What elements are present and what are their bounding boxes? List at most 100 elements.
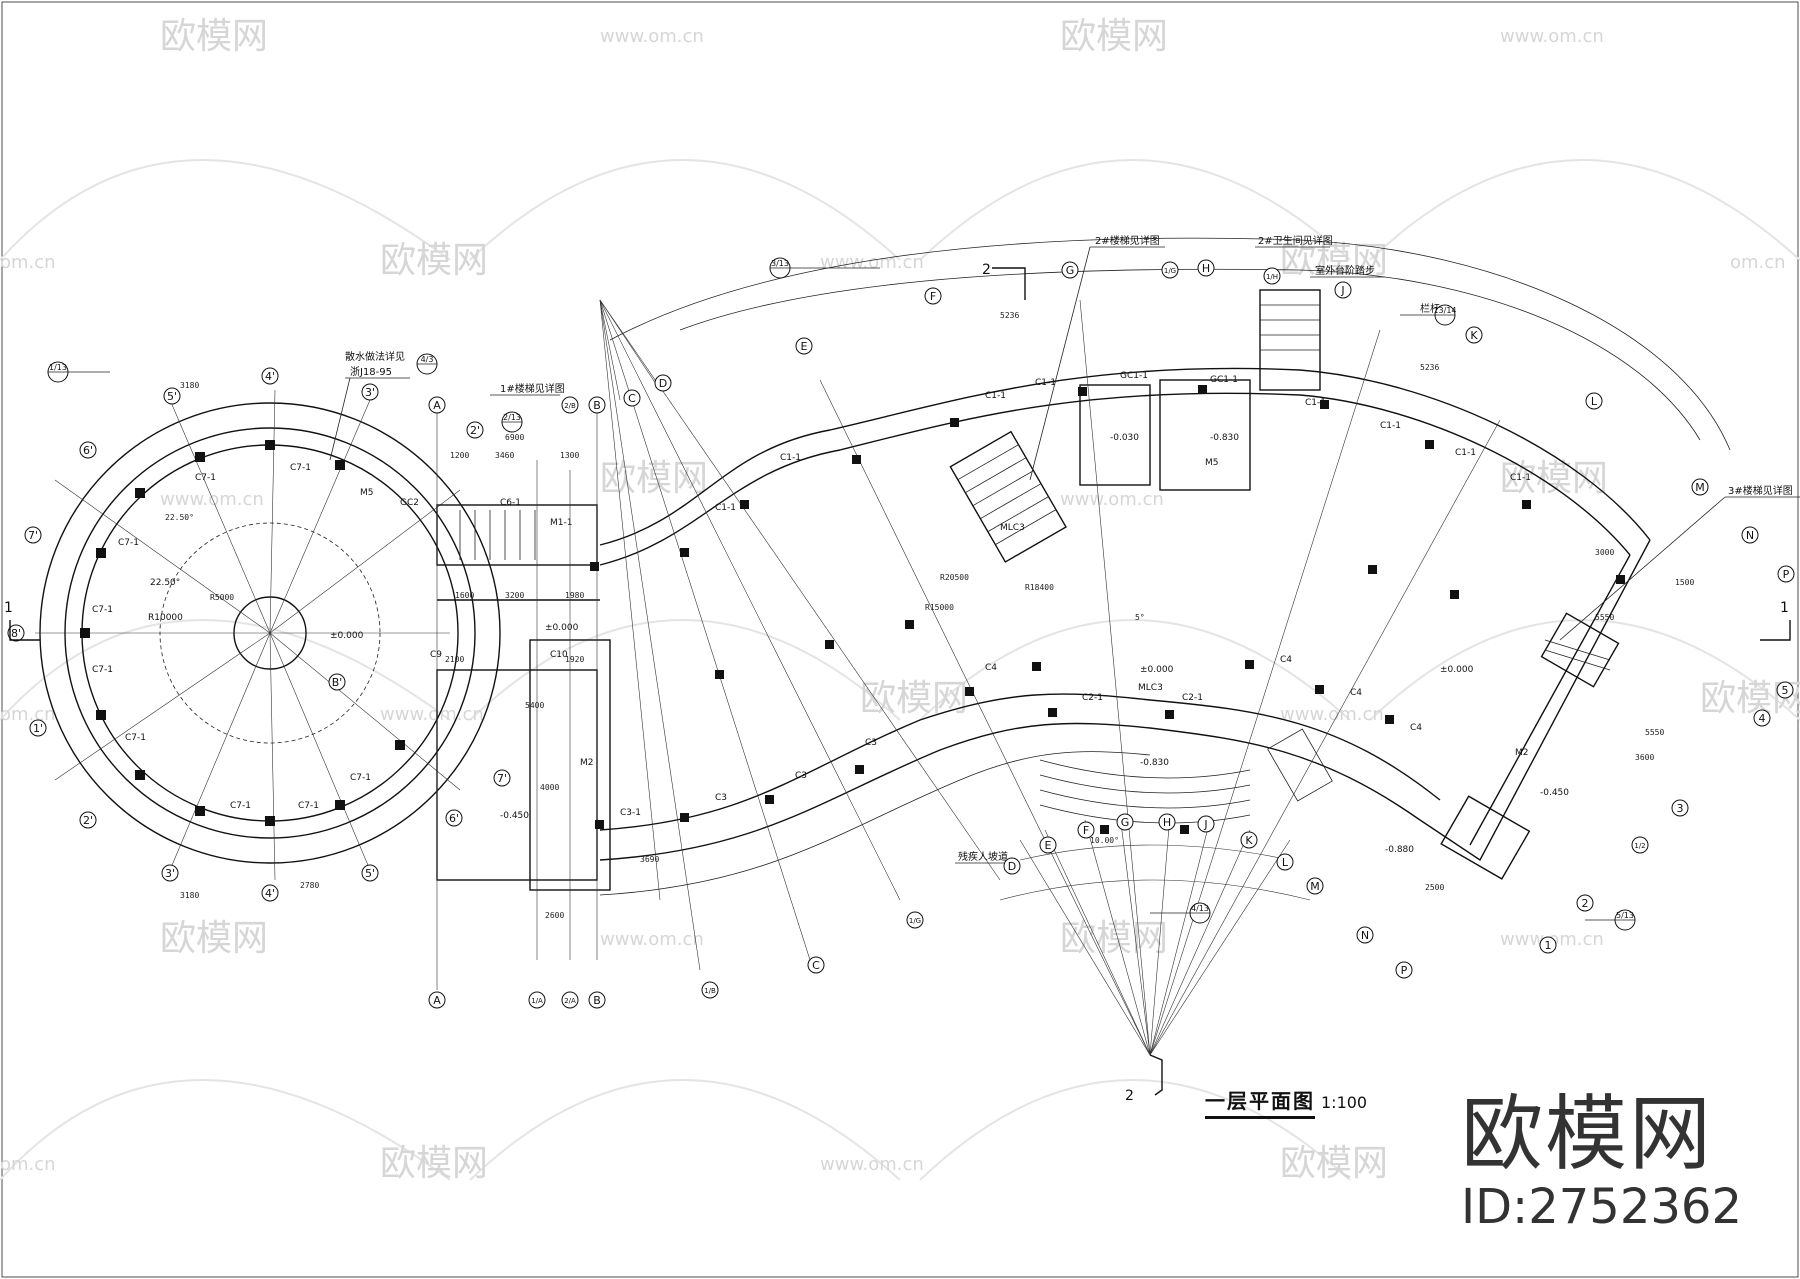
- stair-3: [1540, 612, 1620, 688]
- hall-labels: C7-1 C7-1 C7-1 C7-1 C7-1 C7-1 C7-1 C7-1 …: [92, 463, 371, 811]
- svg-text:3180: 3180: [180, 381, 199, 390]
- svg-text:GC2: GC2: [400, 498, 419, 508]
- axis-bubble: 3': [361, 383, 379, 401]
- level-right: -0.880: [1385, 845, 1414, 855]
- svg-text:C3: C3: [865, 738, 877, 748]
- axis-bubble: 1/A: [528, 991, 546, 1009]
- toilet-room-b: [1159, 379, 1251, 491]
- axis-bubble: 8': [7, 624, 25, 642]
- axis-bubble: 6': [79, 441, 97, 459]
- axis-bubble: M: [1691, 478, 1709, 496]
- axis-bubble: B': [328, 673, 346, 691]
- svg-text:C3: C3: [795, 771, 807, 781]
- watermark-url: www.om.cn: [600, 929, 704, 950]
- axis-bubble: 7': [24, 526, 42, 544]
- axis-bubble: 2/B: [561, 396, 579, 414]
- svg-text:N: N: [1746, 529, 1754, 542]
- axis-bubble: B: [588, 396, 606, 414]
- axis-bubble: 5': [163, 387, 181, 405]
- svg-text:C: C: [812, 959, 820, 972]
- svg-text:E: E: [801, 340, 808, 353]
- drawing-title: 一层平面图: [1205, 1085, 1315, 1119]
- hall-columns: [80, 440, 405, 826]
- axis-bubble: J: [1197, 815, 1215, 833]
- note-railing: 栏杆: [1420, 302, 1440, 315]
- svg-text:1/A: 1/A: [531, 997, 543, 1005]
- level-toilet-a: -0.030: [1110, 433, 1139, 443]
- svg-text:5236: 5236: [1000, 311, 1019, 320]
- toilet-room-a: [1079, 384, 1151, 486]
- svg-text:4': 4': [265, 370, 275, 383]
- svg-text:C7-1: C7-1: [125, 733, 146, 743]
- svg-text:4': 4': [265, 887, 275, 900]
- section-mark-left: 1: [4, 600, 13, 616]
- svg-text:B': B': [332, 676, 343, 689]
- level-wing: ±0.000: [1440, 665, 1474, 675]
- note-stair-3: 3#楼梯见详图: [1728, 484, 1793, 497]
- axis-bubble: 4': [261, 367, 279, 385]
- axis-bubbles: A A B B 1/A 2/A 2/B C C D D E E F F G G …: [7, 259, 1795, 1009]
- svg-text:A: A: [433, 399, 441, 412]
- note-drain-ref: 浙J18-95: [350, 366, 392, 378]
- detail-ref: 13/14: [1433, 304, 1457, 326]
- watermark-edge: om.cn: [0, 704, 56, 725]
- svg-text:M1-1: M1-1: [550, 518, 572, 528]
- svg-text:C1-1: C1-1: [715, 503, 736, 513]
- wing-labels: C1-1 C1-1 C1-1 C1-1 GC1-1 GC1-1 C1-1 C1-…: [360, 371, 1569, 855]
- axis-bubble: M: [1306, 877, 1324, 895]
- svg-text:G: G: [1121, 816, 1130, 829]
- watermark-cn: 欧模网: [160, 16, 268, 57]
- svg-text:R10000: R10000: [148, 613, 183, 623]
- svg-text:6': 6': [83, 444, 93, 457]
- svg-text:1: 1: [1545, 939, 1552, 952]
- svg-text:R18400: R18400: [1025, 583, 1054, 592]
- svg-text:1/13: 1/13: [49, 363, 67, 372]
- radial-axes: [35, 389, 461, 881]
- drawing-scale: 1:100: [1321, 1093, 1368, 1112]
- watermark-cn: 欧模网: [160, 918, 268, 959]
- svg-text:C4: C4: [1410, 723, 1422, 733]
- svg-text:J: J: [1340, 284, 1344, 297]
- section-mark-bottom: 2: [1125, 1088, 1134, 1104]
- entrance-steps: [1039, 728, 1333, 824]
- svg-text:M: M: [1695, 481, 1705, 494]
- svg-text:A: A: [433, 994, 441, 1007]
- svg-text:C1-1: C1-1: [1455, 448, 1476, 458]
- stair-1: [436, 504, 598, 566]
- svg-text:M2: M2: [1515, 748, 1529, 758]
- brand-name: 欧模网: [1460, 1087, 1713, 1182]
- svg-text:L: L: [1591, 395, 1598, 408]
- svg-text:13/14: 13/14: [1433, 306, 1456, 315]
- svg-text:B: B: [593, 994, 601, 1007]
- svg-text:C1-1: C1-1: [1035, 378, 1056, 388]
- svg-text:C1-1: C1-1: [780, 453, 801, 463]
- svg-text:C7-1: C7-1: [290, 463, 311, 473]
- svg-text:3180: 3180: [180, 891, 199, 900]
- axis-bubble: 7': [493, 769, 511, 787]
- axis-bubble: J: [1334, 281, 1352, 299]
- svg-text:1/G: 1/G: [1164, 267, 1176, 275]
- axis-bubble: P: [1395, 961, 1413, 979]
- axis-bubble: 4: [1753, 709, 1771, 727]
- axis-bubble: D: [654, 374, 672, 392]
- axis-bubble: 2: [1576, 894, 1594, 912]
- axis-bubble: A: [428, 396, 446, 414]
- svg-text:7': 7': [497, 772, 507, 785]
- level-corridor: ±0.000: [545, 623, 579, 633]
- svg-text:C3: C3: [715, 793, 727, 803]
- detail-ref: 3/13: [769, 257, 880, 279]
- svg-text:P: P: [1401, 964, 1408, 977]
- axis-bubble: 1/G: [1161, 261, 1179, 279]
- svg-text:B: B: [593, 399, 601, 412]
- svg-text:G: G: [1066, 264, 1075, 277]
- svg-text:2/B: 2/B: [564, 402, 576, 410]
- svg-text:22.50°: 22.50°: [165, 513, 194, 522]
- watermark-url: www.om.cn: [380, 704, 484, 725]
- level-center: ±0.000: [1140, 665, 1174, 675]
- svg-text:F: F: [930, 290, 936, 303]
- svg-text:5400: 5400: [525, 701, 544, 710]
- level-right-2: -0.450: [1540, 788, 1569, 798]
- note-stair-1: 1#楼梯见详图: [500, 382, 565, 395]
- axis-bubble: 2': [466, 421, 484, 439]
- stair-2: [949, 430, 1067, 563]
